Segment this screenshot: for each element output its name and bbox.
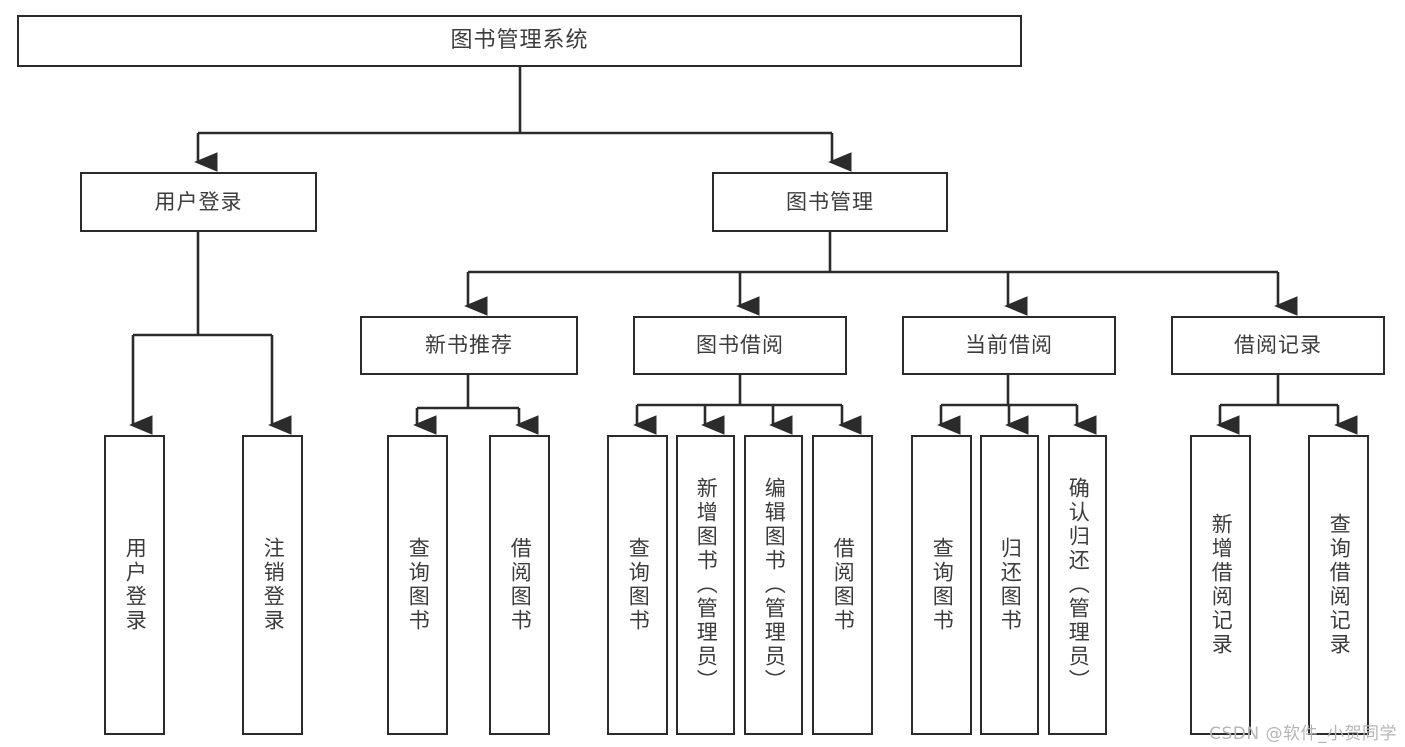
node-label: 查询图书 — [626, 537, 651, 633]
node-book-management[interactable]: 图书管理 — [712, 172, 948, 232]
node-label: 新增借阅记录 — [1209, 513, 1234, 657]
node-book-borrowing[interactable]: 图书借阅 — [633, 316, 847, 375]
node-label: 查询图书 — [406, 537, 431, 633]
leaf-query-books-borrow[interactable]: 查询图书 — [607, 435, 668, 735]
node-label: 新增图书（管理员） — [694, 477, 719, 693]
leaf-edit-book-admin[interactable]: 编辑图书（管理员） — [744, 435, 803, 735]
node-label: 确认归还（管理员） — [1066, 477, 1091, 693]
leaf-borrow-books[interactable]: 借阅图书 — [812, 435, 873, 735]
node-label: 借阅记录 — [1234, 333, 1322, 358]
node-label: 注销登录 — [261, 537, 286, 633]
node-label: 用户登录 — [123, 537, 148, 633]
node-label: 图书借阅 — [696, 333, 784, 358]
node-label: 借阅图书 — [508, 537, 533, 633]
watermark-text: CSDN @软件_小贺同学 — [1209, 724, 1397, 744]
node-borrow-records[interactable]: 借阅记录 — [1171, 316, 1385, 375]
leaf-confirm-return-admin[interactable]: 确认归还（管理员） — [1048, 435, 1107, 735]
node-label: 借阅图书 — [831, 537, 856, 633]
node-label: 用户登录 — [154, 189, 243, 214]
node-label: 查询图书 — [930, 537, 955, 633]
node-label: 当前借阅 — [965, 333, 1053, 358]
node-current-borrowing[interactable]: 当前借阅 — [902, 316, 1116, 375]
node-user-login[interactable]: 用户登录 — [80, 172, 317, 232]
leaf-add-book-admin[interactable]: 新增图书（管理员） — [676, 435, 735, 735]
node-label: 新书推荐 — [425, 333, 513, 358]
leaf-query-borrow-record[interactable]: 查询借阅记录 — [1308, 435, 1369, 735]
leaf-add-borrow-record[interactable]: 新增借阅记录 — [1190, 435, 1251, 735]
leaf-query-books-current[interactable]: 查询图书 — [911, 435, 972, 735]
leaf-user-login[interactable]: 用户登录 — [104, 435, 165, 735]
node-label: 图书管理 — [786, 189, 874, 214]
leaf-logout[interactable]: 注销登录 — [242, 435, 303, 735]
node-new-book-recommendation[interactable]: 新书推荐 — [360, 316, 578, 375]
node-label: 图书管理系统 — [450, 28, 589, 54]
node-label: 查询借阅记录 — [1327, 513, 1352, 657]
node-label: 编辑图书（管理员） — [762, 477, 787, 693]
node-label: 归还图书 — [998, 537, 1023, 633]
leaf-borrow-books-new[interactable]: 借阅图书 — [489, 435, 550, 735]
node-root-system[interactable]: 图书管理系统 — [17, 15, 1022, 67]
leaf-return-books[interactable]: 归还图书 — [980, 435, 1039, 735]
leaf-query-books-new[interactable]: 查询图书 — [387, 435, 448, 735]
